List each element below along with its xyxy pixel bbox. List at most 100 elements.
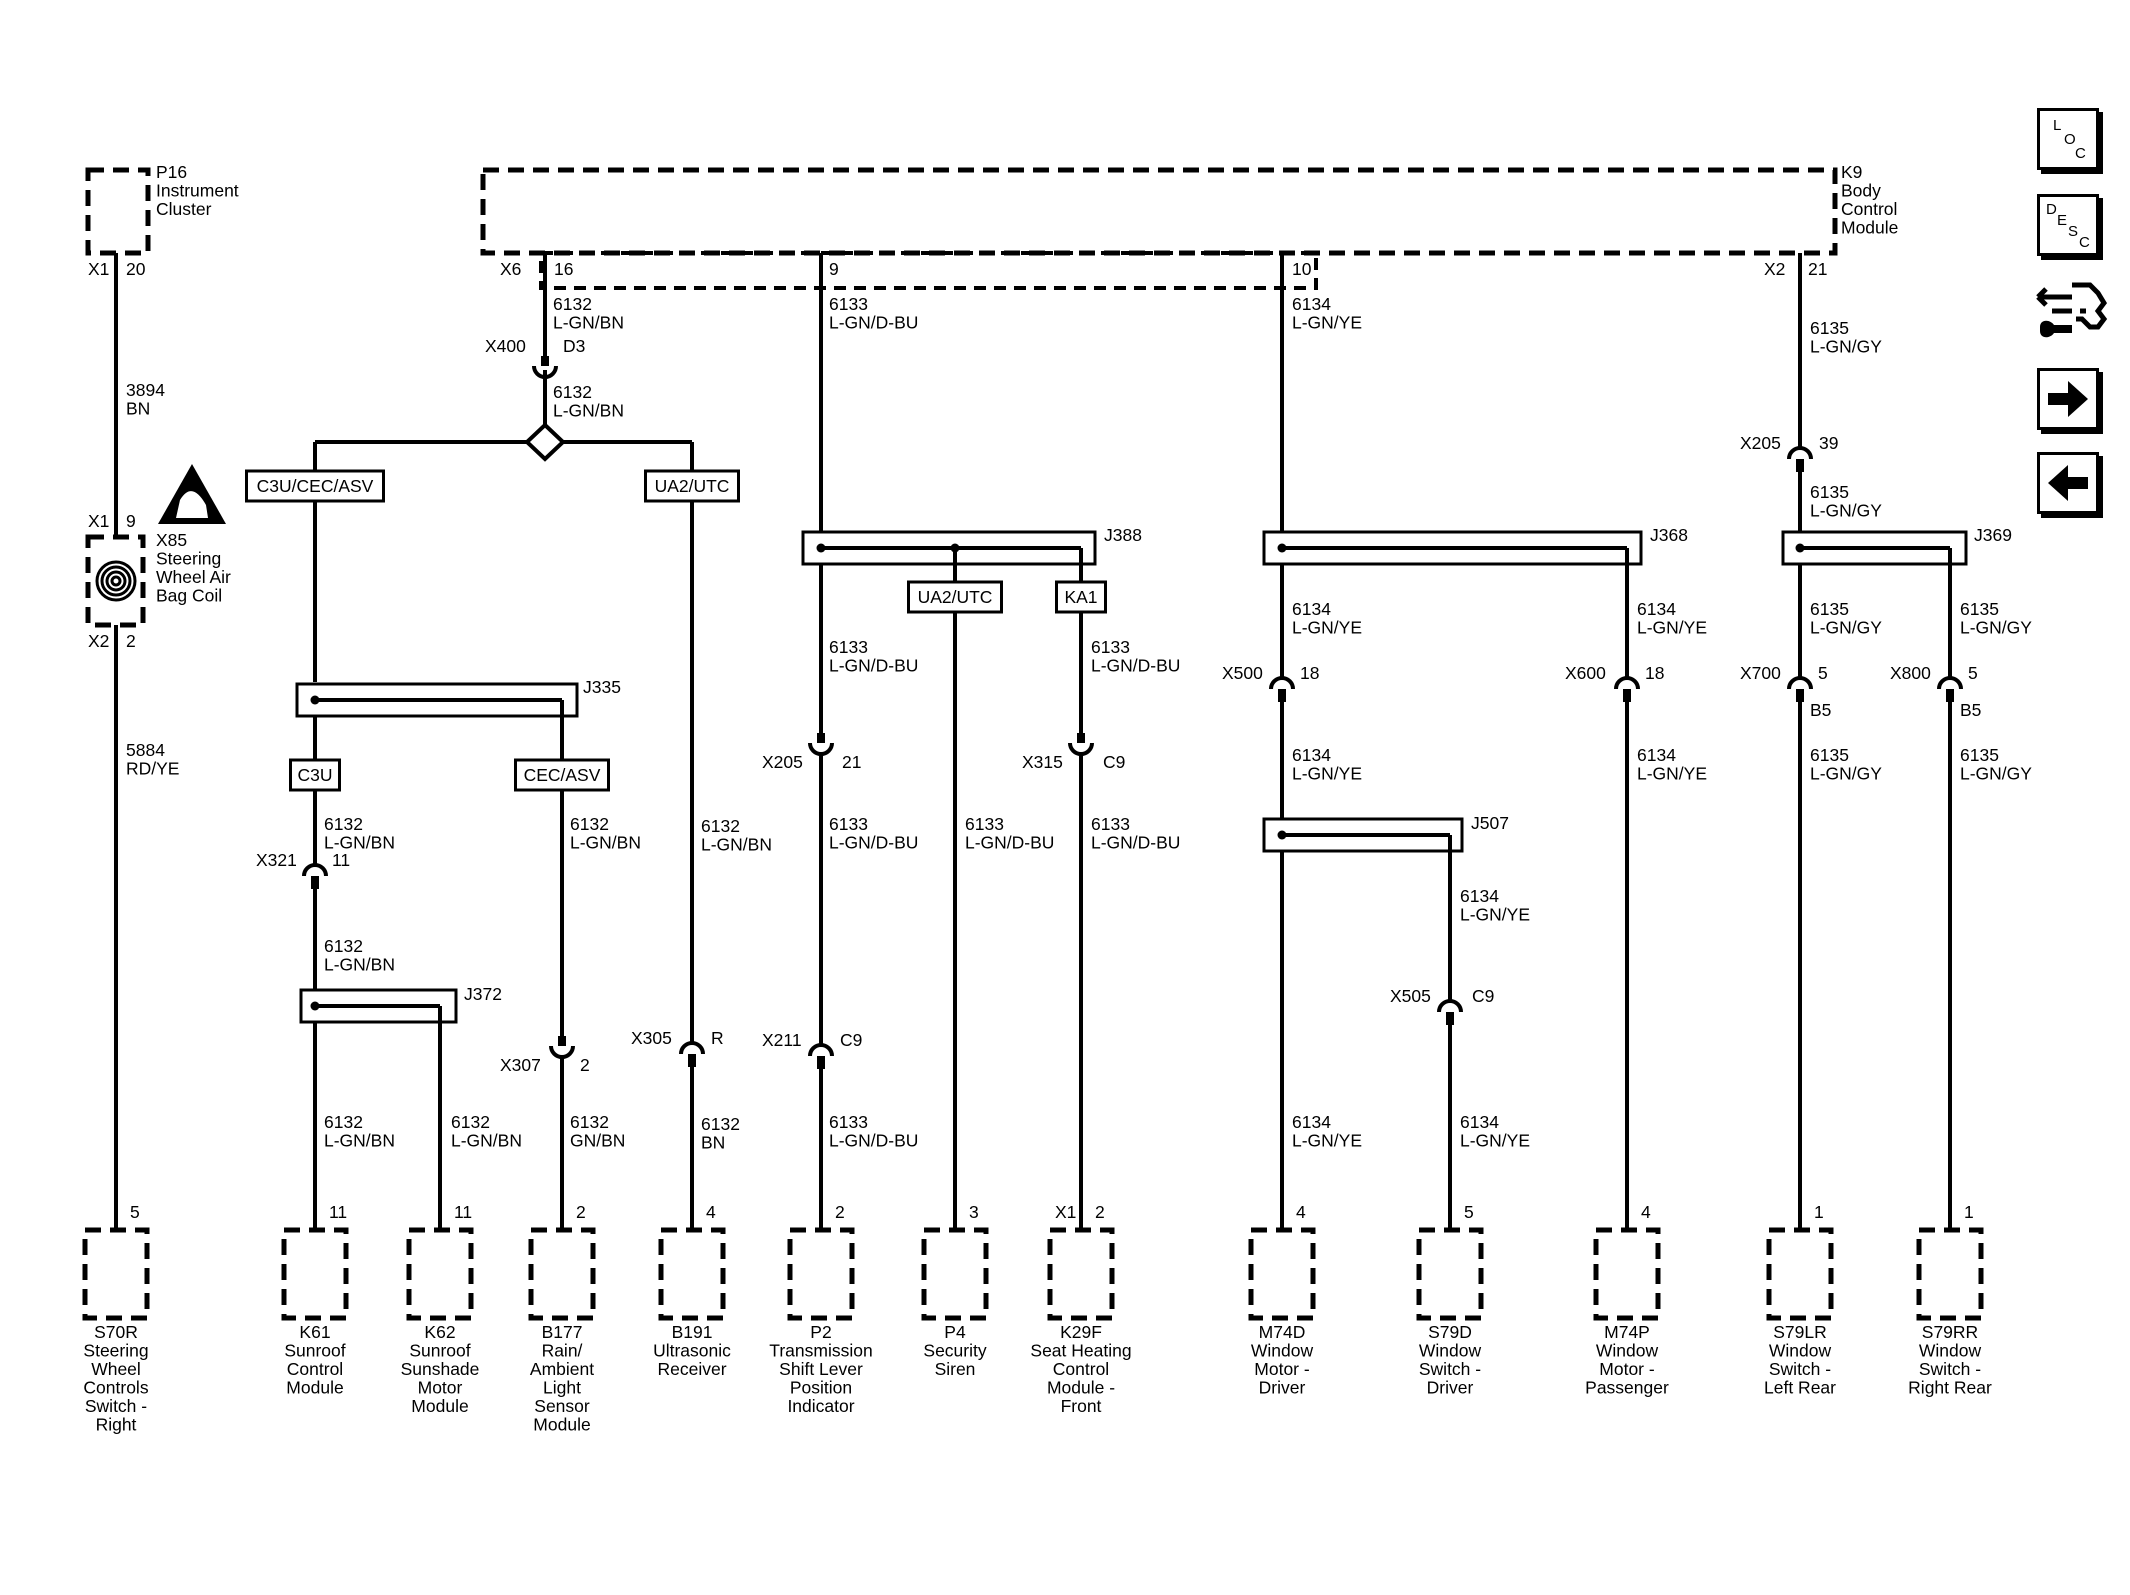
wire-6135-label-line: 6135 — [1810, 745, 1849, 765]
x700-inline-socket — [1787, 676, 1813, 690]
connector-tool-button[interactable] — [2032, 275, 2112, 345]
k29f-x1-connector: X1 — [1055, 1202, 1076, 1222]
x305-inline-pin — [688, 1054, 696, 1067]
x205-inline-a-pin — [817, 733, 825, 745]
component-label-s79d-line: Switch - — [1419, 1359, 1481, 1379]
component-label-s70r-line: Right — [96, 1415, 137, 1435]
wire-6132-label-line: L-GN/BN — [570, 833, 641, 853]
wire-6134-label-line: 6134 — [1292, 599, 1331, 619]
description-button[interactable]: D E S C — [2037, 194, 2099, 256]
option-ua2-utc-b-text: UA2/UTC — [918, 587, 993, 607]
x321-connector: X321 — [256, 850, 297, 870]
component-label-b191-line: Ultrasonic — [653, 1341, 731, 1361]
wire-6133-label-line: 6133 — [1091, 814, 1130, 834]
desc-letter-s: S — [2068, 223, 2079, 240]
component-box-k29f — [1047, 1227, 1115, 1321]
option-c3u — [289, 758, 341, 792]
x505-inline-socket — [1437, 999, 1463, 1013]
wire-6134-label-line: L-GN/YE — [1292, 1131, 1362, 1151]
component-label-s70r-line: S70R — [94, 1322, 138, 1342]
x500-inline-pin — [1278, 689, 1286, 702]
previous-page-button[interactable] — [2037, 452, 2099, 514]
x307-connector: X307 — [500, 1055, 541, 1075]
x307-inline-socket — [549, 1045, 575, 1059]
airbag-warning-icon — [176, 491, 208, 518]
component-label-s70r-line: Wheel — [91, 1359, 141, 1379]
x205-pin-a: 21 — [842, 752, 861, 772]
x600-inline-pin — [1623, 689, 1631, 702]
next-page-button[interactable] — [2037, 368, 2099, 430]
p16-pin: 20 — [126, 259, 146, 279]
x500-pin: 18 — [1300, 663, 1319, 683]
component-label-m74d-line: Driver — [1259, 1378, 1306, 1398]
x800-inline-pin — [1946, 689, 1954, 702]
component-box-b177 — [528, 1227, 596, 1321]
wire-6132-label-line: 6132 — [324, 814, 363, 834]
component-pin-k62: 11 — [454, 1202, 472, 1222]
option-cec-asv — [514, 758, 610, 792]
k9-pin-16: 16 — [554, 259, 573, 279]
k9-x6-connector-outline — [539, 251, 1318, 290]
wire-6132-label-line: L-GN/BN — [701, 835, 772, 855]
wire-6133-label-line: L-GN/D-BU — [1091, 833, 1180, 853]
component-box-s70r — [82, 1227, 150, 1321]
wire-6132-label-line: L-GN/BN — [324, 833, 395, 853]
option-cec-asv-text: CEC/ASV — [524, 765, 601, 785]
wire-6133-label-line: 6133 — [1091, 637, 1130, 657]
component-label-s79rr-line: Switch - — [1919, 1359, 1981, 1379]
x85-label-line: Bag Coil — [156, 586, 222, 606]
wire-6134-label-line: L-GN/YE — [1460, 905, 1530, 925]
airbag-coil-icon — [100, 565, 132, 597]
wire-6134-label-line: 6134 — [1292, 294, 1331, 314]
location-button[interactable]: L O C — [2037, 108, 2099, 170]
loc-letter-c: C — [2075, 145, 2086, 162]
wire-6132-label-line: L-GN/BN — [553, 313, 624, 333]
wire-6134-label-line: 6134 — [1460, 1112, 1499, 1132]
component-label-b177-line: Light — [543, 1378, 581, 1398]
option-ua2-utc — [644, 469, 740, 503]
component-label-b177-line: Sensor — [534, 1396, 590, 1416]
wire-6135-label-line: L-GN/GY — [1810, 618, 1882, 638]
component-label-m74p-line: M74P — [1604, 1322, 1650, 1342]
x500-inline-socket — [1269, 676, 1295, 690]
component-label-b177-line: B177 — [542, 1322, 583, 1342]
wire-6132-label-line: 6132 — [701, 1114, 740, 1134]
wire-5884-label-line: RD/YE — [126, 759, 179, 779]
x800-inline-socket — [1937, 676, 1963, 690]
x307-pin: 2 — [580, 1055, 590, 1075]
wire-6133-label-line: 6133 — [829, 1112, 868, 1132]
component-label-s79rr-line: Window — [1919, 1341, 1982, 1361]
k9-label-line: Control — [1841, 199, 1897, 219]
component-label-k61-line: Module — [286, 1378, 343, 1398]
component-label-m74d-line: M74D — [1259, 1322, 1306, 1342]
x315-connector: X315 — [1022, 752, 1063, 772]
k9-x2: X2 — [1764, 259, 1785, 279]
x305-connector: X305 — [631, 1028, 672, 1048]
wire-6133-label-line: L-GN/D-BU — [829, 1131, 918, 1151]
component-label-k62-line: Motor — [418, 1378, 463, 1398]
component-label-k29f-line: K29F — [1060, 1322, 1102, 1342]
component-label-m74p-line: Window — [1596, 1341, 1659, 1361]
x700-pin: 5 — [1818, 663, 1828, 683]
x211-pin: C9 — [840, 1030, 862, 1050]
wire-6133-label-line: 6133 — [829, 814, 868, 834]
x800-pin: 5 — [1968, 663, 1978, 683]
component-label-s70r-line: Steering — [83, 1341, 148, 1361]
wire-6133-label-line: L-GN/D-BU — [829, 313, 918, 333]
wire-6135-label-line: L-GN/GY — [1960, 764, 2032, 784]
component-label-k29f-line: Seat Heating — [1030, 1341, 1131, 1361]
left-arrow-icon — [2048, 465, 2088, 501]
wire-6134-label-line: L-GN/YE — [1637, 764, 1707, 784]
p16-module-box — [85, 167, 151, 256]
component-label-m74p-line: Motor - — [1599, 1359, 1655, 1379]
component-box-s79rr — [1916, 1227, 1984, 1321]
j335-label: J335 — [583, 677, 621, 697]
wire-6133-label-line: 6133 — [965, 814, 1004, 834]
option-c3u-text: C3U — [297, 765, 332, 785]
k9-label-line: Module — [1841, 218, 1898, 238]
x500-connector: X500 — [1222, 663, 1263, 683]
x205-connector-b: X205 — [1740, 433, 1781, 453]
x211-inline-pin — [817, 1056, 825, 1069]
wires-layer — [82, 167, 1984, 1321]
